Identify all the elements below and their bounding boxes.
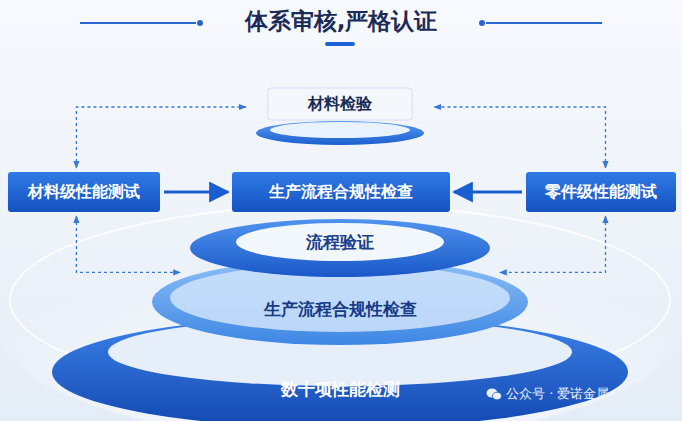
node-label: 材料级性能测试 <box>28 182 140 203</box>
watermark: 公众号 · 爱诺金属 <box>506 385 609 403</box>
dashed-connector <box>76 107 246 168</box>
arrow-connector <box>164 191 228 194</box>
wechat-icon <box>486 387 502 401</box>
node-label: 生产流程合规性检查 <box>269 182 413 203</box>
arrow-connector <box>454 191 522 194</box>
dashed-connector <box>76 216 180 272</box>
process-box: 材料级性能测试 <box>8 172 160 212</box>
node-label: 流程验证 <box>306 231 374 254</box>
diagram-title: 体系审核,严格认证 <box>0 6 682 37</box>
platform-disc: 流程验证 <box>188 214 492 278</box>
inspection-disc: 材料检验 <box>250 86 430 146</box>
process-box: 零件级性能测试 <box>526 172 676 212</box>
dashed-connector <box>434 107 606 168</box>
dashed-connector <box>500 216 606 272</box>
node-label: 生产流程合规性检查 <box>264 298 417 321</box>
node-label: 零件级性能测试 <box>545 182 657 203</box>
process-box: 生产流程合规性检查 <box>232 172 450 212</box>
node-label: 数十项性能检测 <box>281 378 400 401</box>
node-label: 材料检验 <box>308 94 372 115</box>
